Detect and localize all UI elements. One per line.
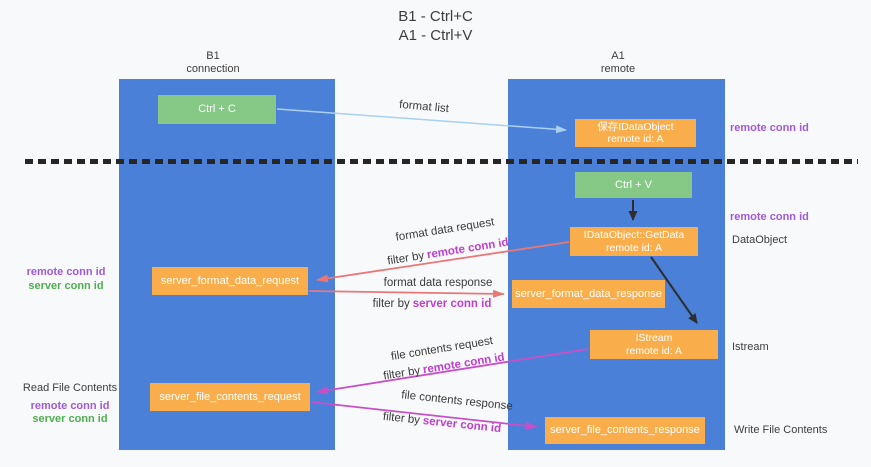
box-format-response-label: server_format_data_response — [515, 287, 662, 300]
left-conn-id-group-2: Read File Contents remote conn id server… — [20, 382, 120, 427]
label-format-data-request: format data request — [394, 216, 496, 244]
box-server-format-data-request: server_format_data_request — [152, 267, 308, 295]
label-istream: Istream — [732, 341, 769, 353]
box-saved-idataobject: 保存IDataObject remote id: A — [575, 119, 696, 147]
filter-server-conn-id: server conn id — [412, 298, 492, 310]
label-write-file-contents: Write File Contents — [734, 424, 828, 436]
label-remote-conn-id-top-right: remote conn id — [730, 122, 809, 134]
box-server-file-contents-request: server_file_contents_request — [150, 383, 310, 411]
arrow-format-data-response — [308, 289, 505, 298]
filter-prefix: filter by — [386, 249, 426, 268]
lifeline-a1-name: A1 — [611, 50, 625, 62]
box-getdata-line1: IDataObject::GetData — [583, 229, 685, 241]
label-read-file-contents: Read File Contents — [22, 382, 118, 394]
box-file-response-label: server_file_contents_response — [550, 424, 700, 436]
left-conn-id-group-1: remote conn id server conn id — [24, 266, 108, 293]
box-server-format-data-response: server_format_data_response — [512, 280, 665, 308]
box-istream: IStream remote id: A — [590, 330, 718, 359]
box-server-file-contents-response: server_file_contents_response — [545, 417, 705, 444]
filter-server-conn-id: server conn id — [422, 415, 502, 436]
label-server-conn-id-left-1: server conn id — [28, 279, 104, 292]
lifeline-a1-role: remote — [600, 63, 636, 75]
box-idataobject-getdata: IDataObject::GetData remote id: A — [570, 227, 698, 256]
box-ctrl-c: Ctrl + C — [158, 95, 276, 124]
title-line-1: B1 - Ctrl+C — [398, 8, 473, 25]
box-format-request-label: server_format_data_request — [160, 274, 300, 287]
label-file-contents-response: file contents response — [400, 389, 514, 413]
label-remote-conn-id-left-1: remote conn id — [26, 266, 106, 278]
filter-prefix: filter by — [382, 364, 422, 383]
label-format-data-response: format data response — [383, 277, 493, 289]
session-separator-line — [25, 159, 858, 164]
box-istream-line2: remote id: A — [625, 344, 683, 357]
box-file-request-label: server_file_contents_request — [159, 390, 301, 403]
label-remote-conn-id-left-2: remote conn id — [30, 399, 110, 412]
box-getdata-line2: remote id: A — [605, 241, 663, 254]
label-format-list: format list — [398, 98, 450, 116]
box-ctrl-c-label: Ctrl + C — [198, 103, 236, 115]
label-dataobject: DataObject — [732, 234, 788, 246]
label-remote-conn-id-mid-right: remote conn id — [730, 211, 809, 223]
box-istream-line1: IStream — [635, 332, 673, 344]
filter-remote-conn-id: remote conn id — [426, 236, 510, 262]
lifeline-header-b1: B1 connection — [153, 50, 273, 76]
label-server-conn-id-left-2: server conn id — [32, 413, 108, 425]
box-ctrl-v-label: Ctrl + V — [615, 178, 652, 191]
box-saved-idataobject-line2: remote id: A — [607, 133, 664, 145]
filter-prefix: filter by — [372, 298, 410, 310]
lifeline-header-a1: A1 remote — [558, 50, 678, 76]
lifeline-b1-role: connection — [186, 63, 240, 75]
filter-prefix: filter by — [382, 410, 421, 427]
box-saved-idataobject-line1: 保存IDataObject — [597, 120, 674, 133]
lifeline-b1-name: B1 — [206, 50, 220, 62]
title-line-2: A1 - Ctrl+V — [398, 27, 473, 44]
diagram-title: B1 - Ctrl+C A1 - Ctrl+V — [0, 7, 871, 45]
box-ctrl-v: Ctrl + V — [575, 172, 692, 198]
